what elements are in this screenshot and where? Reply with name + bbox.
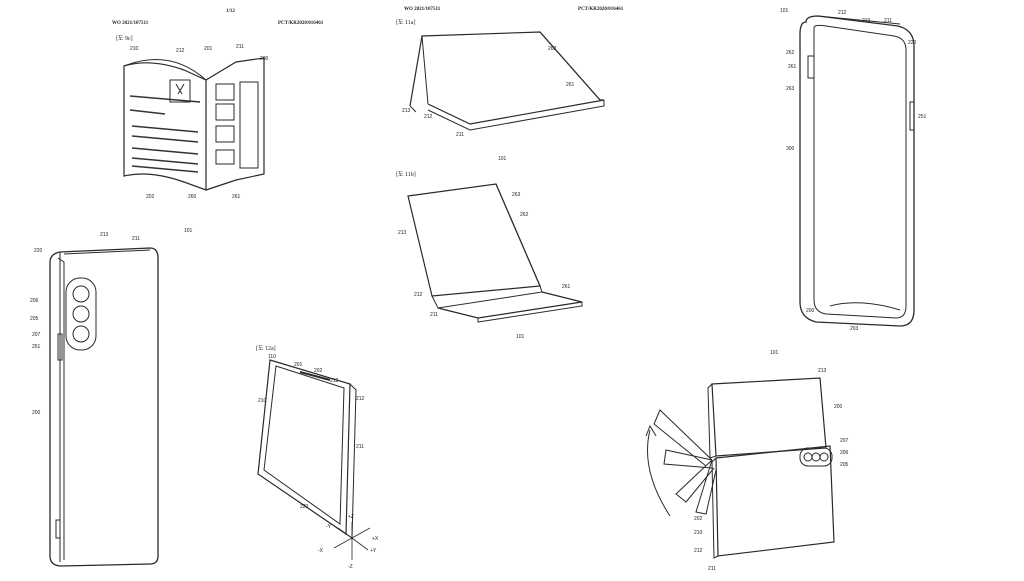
ref-tc-261: 261 — [566, 82, 575, 88]
ref-ml-205: 205 — [30, 316, 39, 322]
ref-tr-263: 263 — [786, 86, 795, 92]
ref-tl-210: 210 — [130, 46, 139, 52]
ref-ml-220: 220 — [34, 248, 43, 254]
ref-tl-261: 261 — [232, 194, 241, 200]
ref-mc-212: 212 — [414, 292, 423, 298]
label-101-c: 101 — [780, 8, 789, 14]
axis-label-x-minus: -X — [318, 548, 324, 554]
ref-tc-262: 262 — [548, 46, 557, 52]
label-101-a: 101 — [498, 156, 507, 162]
header-app-number-right: PCT/KR2020/016461 — [578, 7, 624, 12]
ref-tr-213: 213 — [862, 18, 871, 24]
ref-mc-263: 263 — [512, 192, 521, 198]
ref-tc-212: 212 — [424, 114, 433, 120]
ref-tr-300: 300 — [786, 146, 795, 152]
ref-bc-211: 211 — [356, 444, 364, 450]
ref-tr-203: 203 — [850, 326, 859, 332]
header-page-number: 1/12 — [226, 9, 235, 14]
ref-tr-212: 212 — [838, 10, 847, 16]
axis-label-y-minus: -Y — [326, 524, 332, 530]
figure-laptop-fold: [도 11b] 263 262 213 212 211 261 101 — [396, 171, 582, 340]
ref-tc-211: 211 — [456, 132, 464, 138]
ref-br-206: 206 — [840, 450, 849, 456]
ref-ml-211: 211 — [132, 236, 140, 242]
label-101-d: 101 — [184, 228, 193, 234]
axis-label-z-plus: +Z — [348, 514, 354, 520]
ref-tl-212: 212 — [176, 48, 185, 54]
ref-br-200: 200 — [834, 404, 843, 410]
ref-mc-261: 261 — [562, 284, 571, 290]
ref-mc-211: 211 — [430, 312, 438, 318]
ref-ml-200: 200 — [32, 410, 41, 416]
ref-bc-201: 201 — [294, 362, 303, 368]
header-doc-number-right: WO 2021/107511 — [404, 7, 441, 12]
ref-ml-251: 251 — [32, 344, 41, 350]
ref-tr-262: 262 — [786, 50, 795, 56]
figure-perspective-device: [도 12a] +X -X +Y -Y +Z -Z 110 201 202 21… — [256, 345, 379, 570]
ref-tl-202: 202 — [146, 194, 155, 200]
ref-bc-212: 212 — [356, 396, 365, 402]
header-doc-number-left: WO 2021/107511 — [112, 21, 149, 26]
ref-bc-110: 110 — [268, 354, 276, 360]
ref-mc-262: 262 — [520, 212, 529, 218]
ref-mc-213: 213 — [398, 230, 407, 236]
figure-open-device: [도 9c] 210 212 201 211 200 202 260 — [116, 35, 269, 200]
ref-tl-211: 211 — [236, 44, 244, 50]
ref-tl-201: 201 — [204, 46, 213, 52]
ref-tr-220: 220 — [908, 40, 917, 46]
figure-label-11a: [도 11a] — [396, 19, 415, 26]
label-101-e: 101 — [770, 350, 779, 356]
ref-bc-210: 210 — [258, 398, 267, 404]
ref-tr-211: 211 — [884, 18, 892, 24]
ref-br-212: 212 — [694, 548, 703, 554]
ref-tl-200: 200 — [260, 56, 269, 62]
ref-tl-260: 260 — [188, 194, 197, 200]
figure-label-9c: [도 9c] — [116, 35, 133, 42]
ref-ml-213: 213 — [100, 232, 109, 238]
ref-br-202: 202 — [694, 516, 703, 522]
ref-br-210: 210 — [694, 530, 703, 536]
axis-label-z-minus: -Z — [348, 564, 353, 570]
ref-br-213: 213 — [818, 368, 827, 374]
label-101-b: 101 — [516, 334, 525, 340]
header-app-number-left: PCT/KR2020/016461 — [278, 21, 324, 26]
figure-phone-front: 101 212 213 211 220 262 261 263 251 300 … — [780, 8, 927, 332]
ref-bc-213: 213 — [330, 378, 339, 384]
ref-tc-213: 213 — [402, 108, 411, 114]
ref-tr-200: 200 — [806, 308, 815, 314]
figure-label-11b: [도 11b] — [396, 171, 416, 178]
ref-tr-251: 251 — [918, 114, 927, 120]
figure-label-12a: [도 12a] — [256, 345, 276, 352]
axis-label-y-plus: +Y — [370, 548, 377, 554]
ref-br-205: 205 — [840, 462, 849, 468]
axis-label-x-plus: +X — [372, 536, 379, 542]
ref-tr-261: 261 — [788, 64, 797, 70]
ref-br-207: 207 — [840, 438, 849, 444]
figure-tent-fold: [도 11a] 262 261 213 212 211 101 — [396, 19, 604, 162]
ref-ml-207: 207 — [32, 332, 41, 338]
ref-ml-206: 206 — [30, 298, 39, 304]
ref-bc-202: 202 — [314, 368, 323, 374]
figure-stand-device: 101 213 200 207 206 205 202 210 212 211 — [646, 350, 849, 572]
ref-br-211: 211 — [708, 566, 716, 572]
figure-phone-rear: 220 213 211 101 206 205 207 251 200 — [30, 228, 193, 566]
ref-bc-220: 220 — [300, 504, 309, 510]
